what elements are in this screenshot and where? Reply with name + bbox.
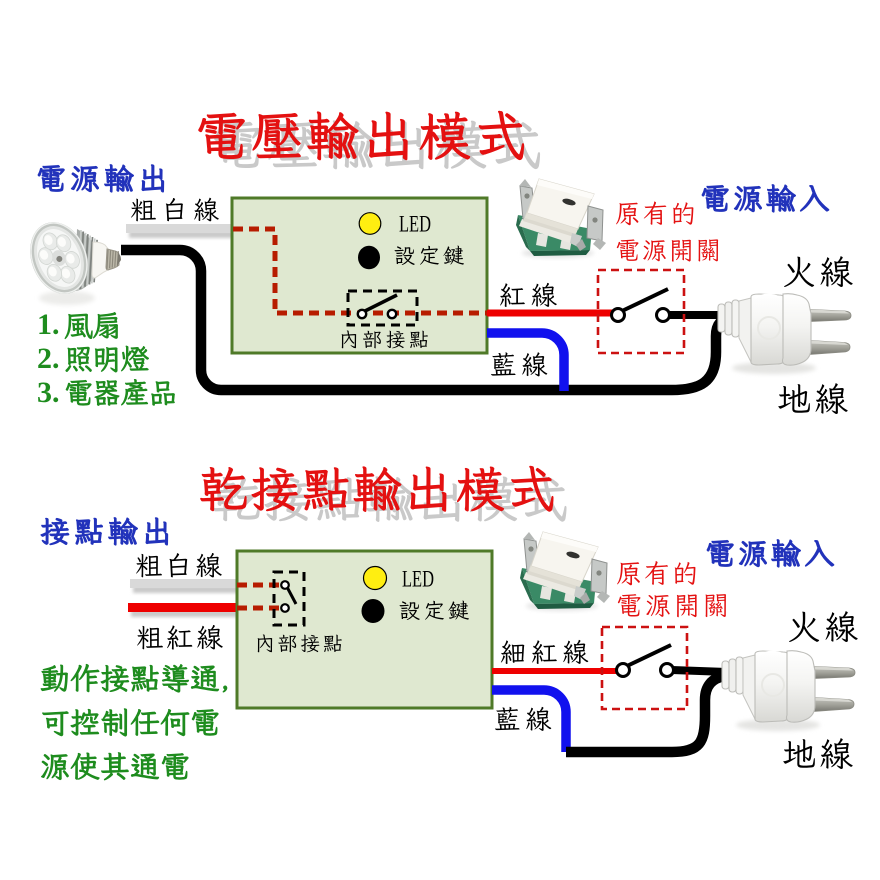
svg-text:1.: 1. bbox=[37, 308, 60, 341]
svg-text:3.: 3. bbox=[37, 376, 60, 409]
svg-text:LED: LED bbox=[399, 212, 431, 237]
svg-text:LED: LED bbox=[402, 567, 434, 592]
svg-text:2.: 2. bbox=[37, 342, 60, 375]
